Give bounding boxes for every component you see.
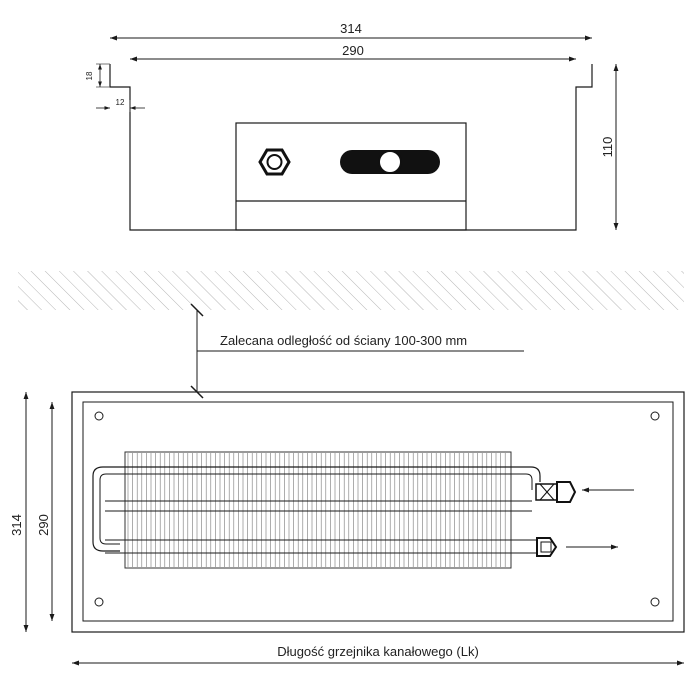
dimension-inner-width: 290 (130, 43, 576, 62)
dimension-outer-width-label: 314 (340, 21, 362, 36)
wall-hatch (18, 271, 684, 310)
pipe-loop-inner (99, 473, 533, 545)
dimension-inner-width-label: 290 (342, 43, 364, 58)
dimension-lip-width-label: 12 (116, 98, 125, 107)
dimension-plan-outer: 314 (9, 392, 29, 632)
heat-exchanger (92, 451, 541, 569)
outlet-valve-icon (536, 537, 558, 557)
dimension-length: Długość grzejnika kanałowego (Lk) (72, 644, 684, 666)
plan-view: 314 290 Długość grzejnika kanałowego (Lk… (9, 391, 685, 666)
wall-distance-label: Zalecana odległość od ściany 100-300 mm (220, 333, 467, 348)
trench-inner (82, 401, 674, 622)
dimension-wall-distance: Zalecana odległość od ściany 100-300 mm (190, 303, 524, 399)
mounting-hole (94, 411, 104, 421)
trench-outer (71, 391, 685, 633)
dimension-outer-width: 314 (110, 21, 592, 41)
heater-body (235, 122, 467, 231)
dimension-depth-label: 110 (600, 137, 615, 158)
length-label: Długość grzejnika kanałowego (Lk) (277, 644, 479, 659)
inlet-valve-icon (535, 481, 577, 503)
hex-nut-icon (258, 148, 291, 176)
dimension-plan-outer-label: 314 (9, 514, 24, 536)
exchanger-fins (127, 453, 506, 567)
trench-profile (109, 64, 593, 231)
mounting-hole (94, 597, 104, 607)
dimension-lip-width: 12 (96, 98, 145, 112)
section-view: 314 290 18 12 110 (85, 21, 619, 231)
dimension-lip-height: 18 (85, 63, 110, 88)
pipe-loop-upper (92, 466, 541, 552)
dimension-plan-inner: 290 (36, 402, 55, 621)
mounting-hole (650, 411, 660, 421)
dimension-depth: 110 (600, 64, 619, 230)
dimension-plan-inner-label: 290 (36, 514, 51, 536)
slot-fitting-icon (340, 150, 440, 174)
mounting-hole (650, 597, 660, 607)
dimension-lip-height-label: 18 (85, 71, 94, 80)
